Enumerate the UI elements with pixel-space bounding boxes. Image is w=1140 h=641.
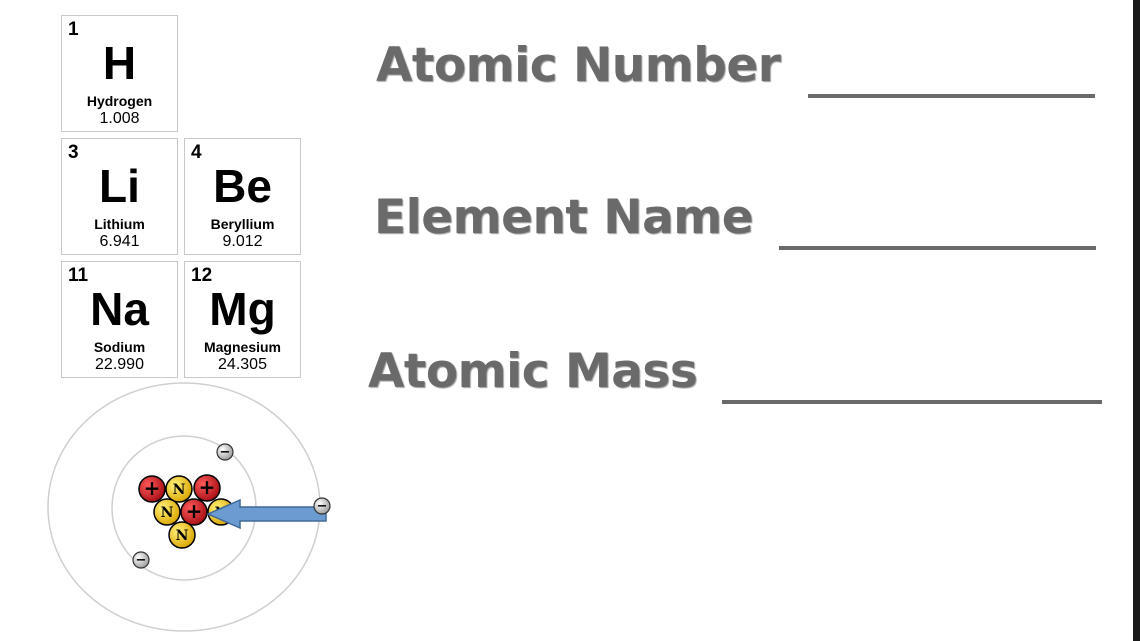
element-name-label: Element Name: [374, 190, 754, 245]
proton: +: [193, 474, 221, 502]
neutron-letter: N: [176, 528, 189, 544]
atomic-mass: 1.008: [99, 110, 140, 127]
proton-sign: +: [186, 499, 203, 523]
electron: −: [313, 497, 331, 515]
element-name-prompt: Element Name: [374, 190, 754, 245]
proton-sign: +: [144, 476, 161, 500]
element-name: Hydrogen: [86, 93, 153, 109]
element-symbol: Be: [213, 160, 272, 212]
atomic-mass: 24.305: [218, 356, 267, 373]
neutron-letter: N: [161, 505, 174, 521]
electron-sign: −: [136, 553, 147, 568]
atomic-number-prompt: Atomic Number: [376, 38, 781, 93]
atomic-mass-label: Atomic Mass: [368, 344, 698, 399]
nucleus: + N + N N + N: [138, 474, 235, 549]
atomic-number-blank: [808, 94, 1095, 98]
element-name: Sodium: [93, 339, 146, 355]
proton: +: [180, 498, 208, 526]
element-symbol: Mg: [209, 283, 276, 335]
electron-sign: −: [220, 445, 231, 460]
neutron: N: [165, 475, 193, 503]
element-name-blank: [779, 246, 1096, 250]
atom-model-diagram: + N + N N + N: [47, 382, 331, 632]
neutron-letter: N: [173, 482, 186, 498]
element-symbol: H: [102, 37, 137, 89]
atomic-number: 1: [68, 19, 79, 40]
element-name: Lithium: [94, 216, 145, 232]
electron-sign: −: [317, 499, 328, 514]
element-tile-beryllium: 4 Be Beryllium 9.012: [184, 138, 301, 255]
element-name: Magnesium: [203, 339, 281, 355]
atomic-number: 4: [191, 142, 202, 163]
element-symbol: Na: [90, 283, 149, 335]
electron: −: [216, 443, 234, 461]
element-tile-sodium: 11 Na Sodium 22.990: [61, 261, 178, 378]
atomic-number: 3: [68, 142, 79, 163]
atomic-mass-prompt: Atomic Mass: [368, 344, 698, 399]
atomic-mass: 9.012: [222, 233, 263, 250]
neutron: N: [168, 521, 196, 549]
atomic-mass: 22.990: [95, 356, 144, 373]
proton: +: [138, 475, 166, 503]
atomic-number-label: Atomic Number: [376, 38, 781, 93]
atomic-number: 12: [191, 265, 213, 286]
element-symbol: Li: [99, 160, 140, 212]
window-edge: [1133, 0, 1140, 641]
neutron: N: [153, 498, 181, 526]
arrow-pointer: [206, 498, 327, 530]
element-tile-lithium: 3 Li Lithium 6.941: [61, 138, 178, 255]
element-tile-hydrogen: 1 H Hydrogen 1.008: [61, 15, 178, 132]
atomic-mass: 6.941: [99, 233, 140, 250]
proton-sign: +: [199, 475, 216, 499]
element-name: Beryllium: [210, 216, 275, 232]
atomic-mass-blank: [722, 400, 1102, 404]
electron: −: [132, 551, 150, 569]
atomic-number: 11: [68, 265, 89, 286]
element-tile-magnesium: 12 Mg Magnesium 24.305: [184, 261, 301, 378]
